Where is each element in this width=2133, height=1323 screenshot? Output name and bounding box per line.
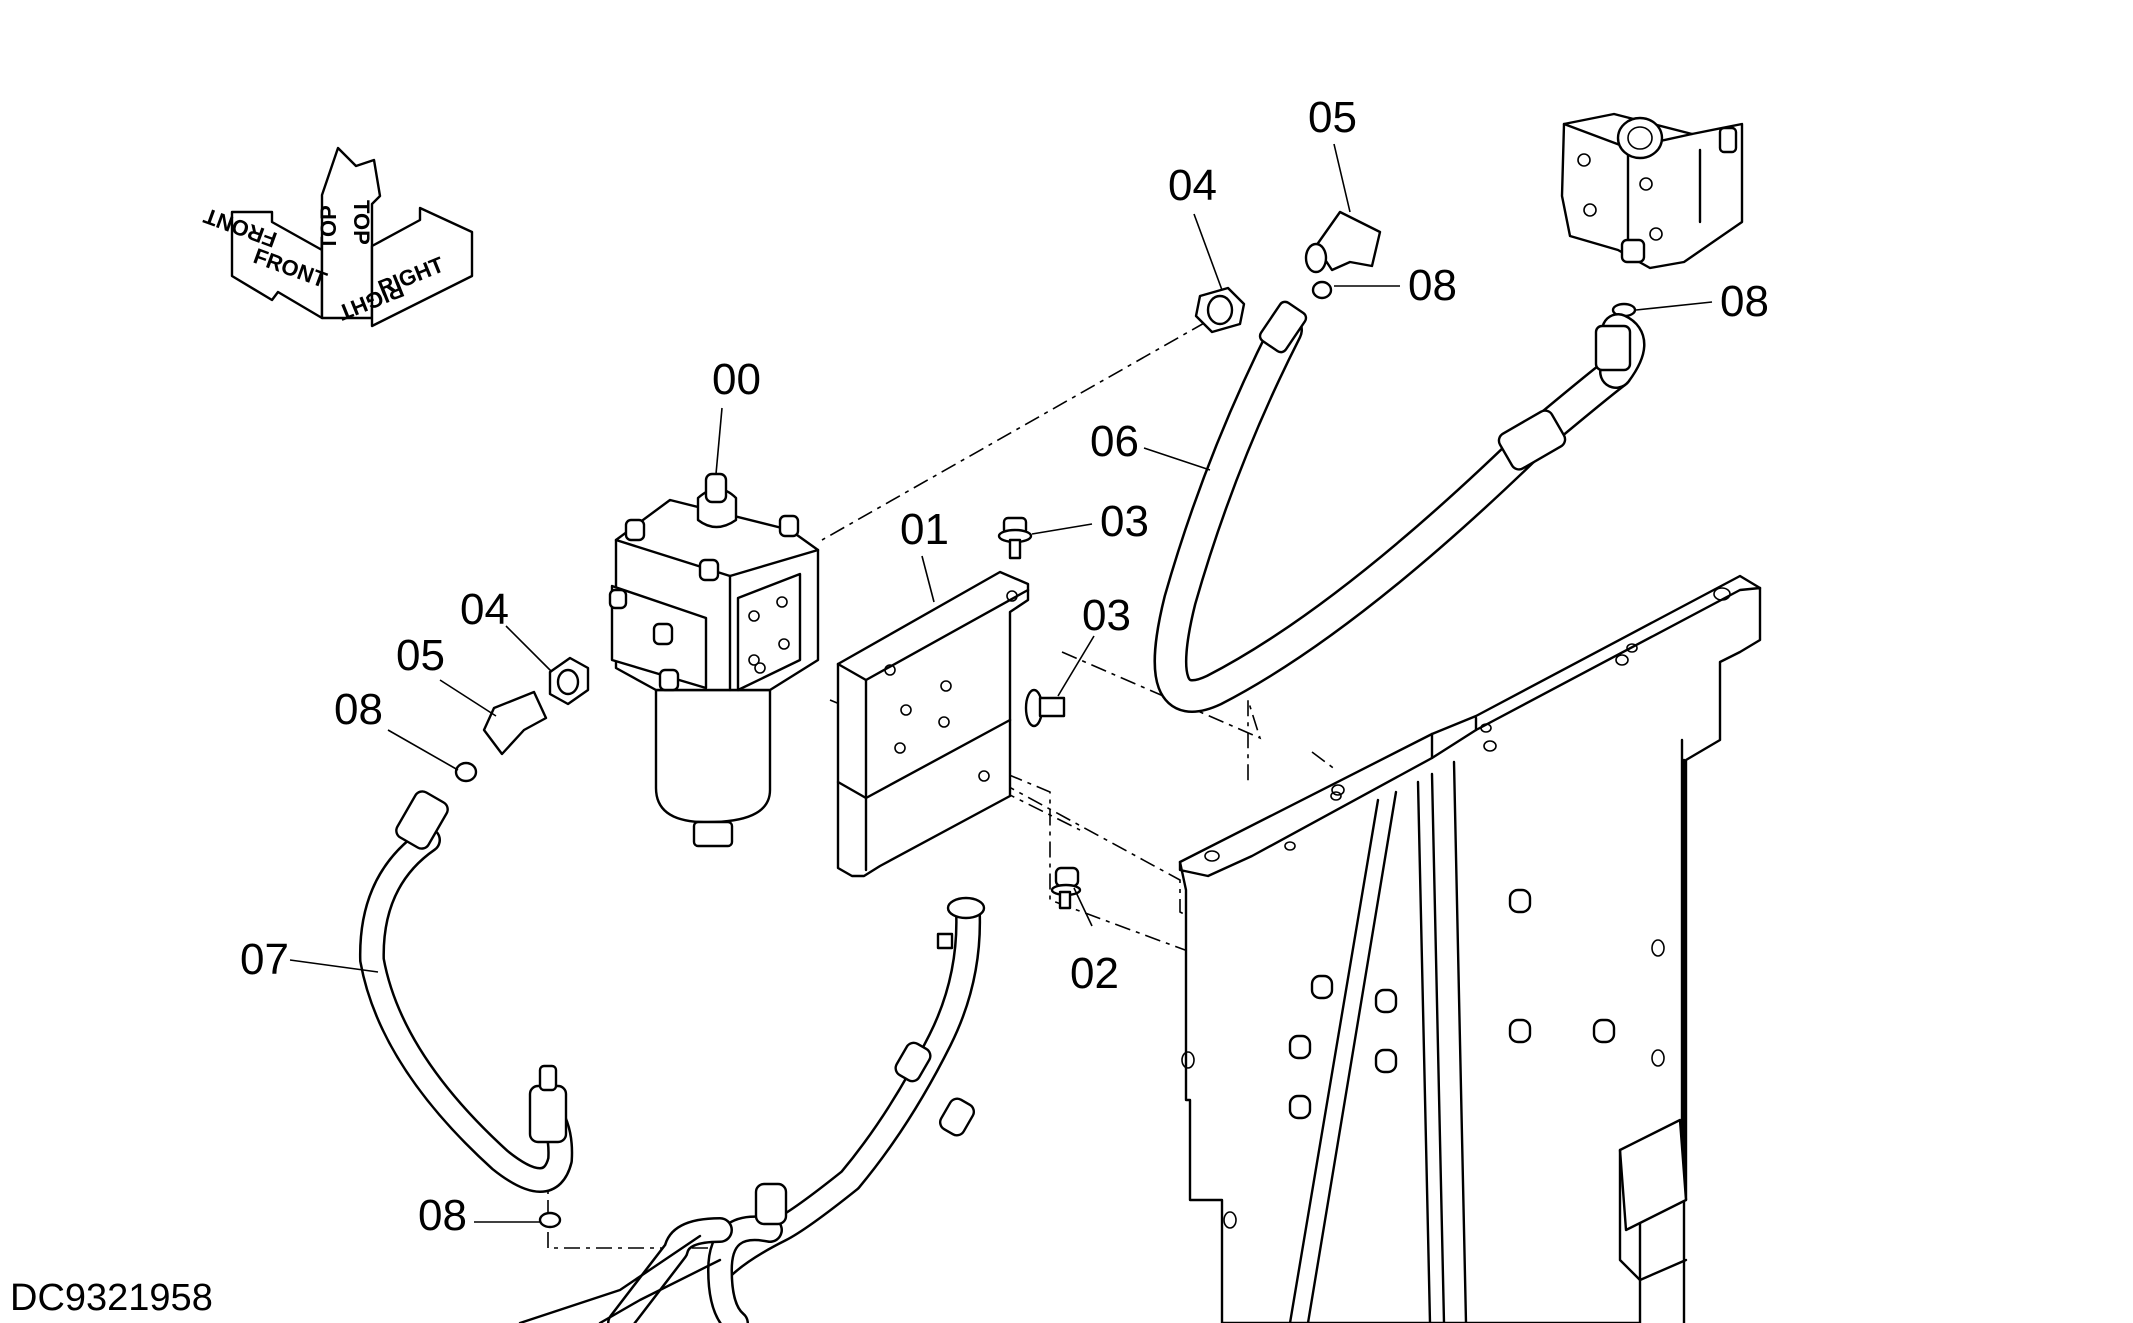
fittings (454, 210, 1637, 1229)
frame-panel (1178, 574, 1762, 1323)
callout-05-left: 05 (396, 631, 445, 680)
hose-06 (1153, 300, 1646, 713)
callout-02: 02 (1070, 949, 1119, 998)
callout-00: 00 (712, 355, 761, 404)
bolt-03-side (1024, 688, 1066, 728)
callout-08-left: 08 (334, 685, 383, 734)
callout-04-top: 04 (1168, 161, 1217, 210)
mounting-bracket (836, 570, 1030, 878)
orientation-arrows: FRONT FRONT TOP TOP RIGHT RIGHT (200, 146, 474, 328)
top-label: TOP (349, 200, 374, 245)
callout-03-top: 03 (1100, 497, 1149, 546)
callout-08-bottom: 08 (418, 1191, 467, 1240)
callout-08-top: 08 (1408, 261, 1457, 310)
callout-05-top: 05 (1308, 93, 1357, 142)
top-mirror-label: TOP (316, 205, 341, 250)
lower-tubes (518, 896, 986, 1323)
top-arrow-icon (320, 146, 382, 320)
filter-assembly (608, 472, 820, 848)
callout-03-side: 03 (1082, 591, 1131, 640)
bolt-02 (1050, 866, 1082, 910)
panel-bosses (1288, 888, 1616, 1120)
drawing-code: DC9321958 (10, 1277, 213, 1319)
callout-04-left: 04 (460, 585, 509, 634)
callout-labels: 00 01 02 03 03 04 04 05 05 06 07 08 08 0… (240, 93, 1769, 1240)
right-arrow-icon (370, 206, 474, 328)
bolt-03-top (997, 516, 1033, 560)
callout-01: 01 (900, 505, 949, 554)
valve-block (1560, 112, 1744, 270)
callout-07: 07 (240, 935, 289, 984)
flange-holes (1204, 587, 1731, 862)
callout-06: 06 (1090, 417, 1139, 466)
bolts (997, 516, 1082, 910)
leader-lines (289, 143, 1713, 1223)
pipe-07 (358, 790, 574, 1193)
callout-08-right: 08 (1720, 277, 1769, 326)
